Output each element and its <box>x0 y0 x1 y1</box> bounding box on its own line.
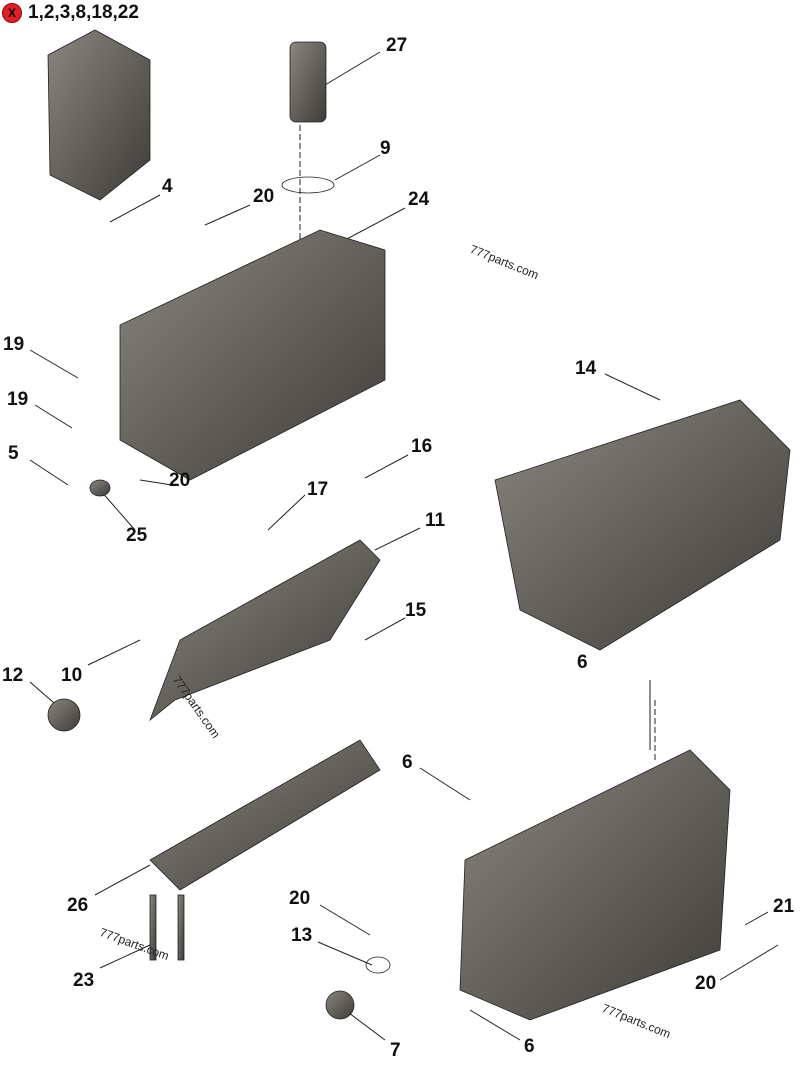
parts-list-text: 1,2,3,8,18,22 <box>28 2 139 23</box>
callout-17[interactable]: 17 <box>307 479 329 500</box>
callout-10[interactable]: 10 <box>61 665 83 686</box>
engine-parts <box>47 29 791 1021</box>
gear-housing-part <box>47 29 151 201</box>
callout-27[interactable]: 27 <box>386 35 408 56</box>
callout-19[interactable]: 19 <box>7 389 29 410</box>
callout-12[interactable]: 12 <box>2 665 24 686</box>
callout-21[interactable]: 21 <box>773 896 795 917</box>
callout-6[interactable]: 6 <box>524 1036 535 1057</box>
cylinder-block-part <box>119 229 386 481</box>
bolt-part <box>149 894 157 961</box>
callout-5[interactable]: 5 <box>8 443 19 464</box>
callout-23[interactable]: 23 <box>73 970 95 991</box>
callout-13[interactable]: 13 <box>291 925 313 946</box>
callout-25[interactable]: 25 <box>126 525 148 546</box>
o-ring-part <box>281 176 335 194</box>
block-bottom-view-part <box>494 399 791 651</box>
callout-20[interactable]: 20 <box>169 470 191 491</box>
callout-11[interactable]: 11 <box>425 510 446 531</box>
main-bearing-caps-part <box>149 739 381 891</box>
remove-x-icon[interactable]: X <box>2 3 22 23</box>
cylinder-liner-part <box>289 41 327 123</box>
callout-20[interactable]: 20 <box>695 973 717 994</box>
seal-ring-part <box>365 956 391 974</box>
parts-list-header: X 1,2,3,8,18,22 <box>2 2 139 24</box>
bushing-part <box>89 479 111 497</box>
leader-lines <box>29 51 779 1041</box>
callout-9[interactable]: 9 <box>380 138 391 159</box>
callout-4[interactable]: 4 <box>162 176 173 197</box>
callout-15[interactable]: 15 <box>405 600 427 621</box>
crankshaft-part <box>149 539 381 722</box>
callout-20[interactable]: 20 <box>289 888 311 909</box>
bolt-part <box>177 894 185 961</box>
callout-7[interactable]: 7 <box>390 1040 401 1061</box>
block-rear-view-part <box>459 749 731 1021</box>
callout-19[interactable]: 19 <box>3 334 25 355</box>
gear-part <box>47 698 81 732</box>
callout-6[interactable]: 6 <box>577 652 588 673</box>
callout-26[interactable]: 26 <box>67 895 89 916</box>
callout-20[interactable]: 20 <box>253 186 275 207</box>
callout-16[interactable]: 16 <box>411 436 433 457</box>
callout-14[interactable]: 14 <box>575 358 597 379</box>
callout-24[interactable]: 24 <box>408 189 430 210</box>
callout-6[interactable]: 6 <box>402 752 413 773</box>
plug-part <box>325 990 355 1020</box>
